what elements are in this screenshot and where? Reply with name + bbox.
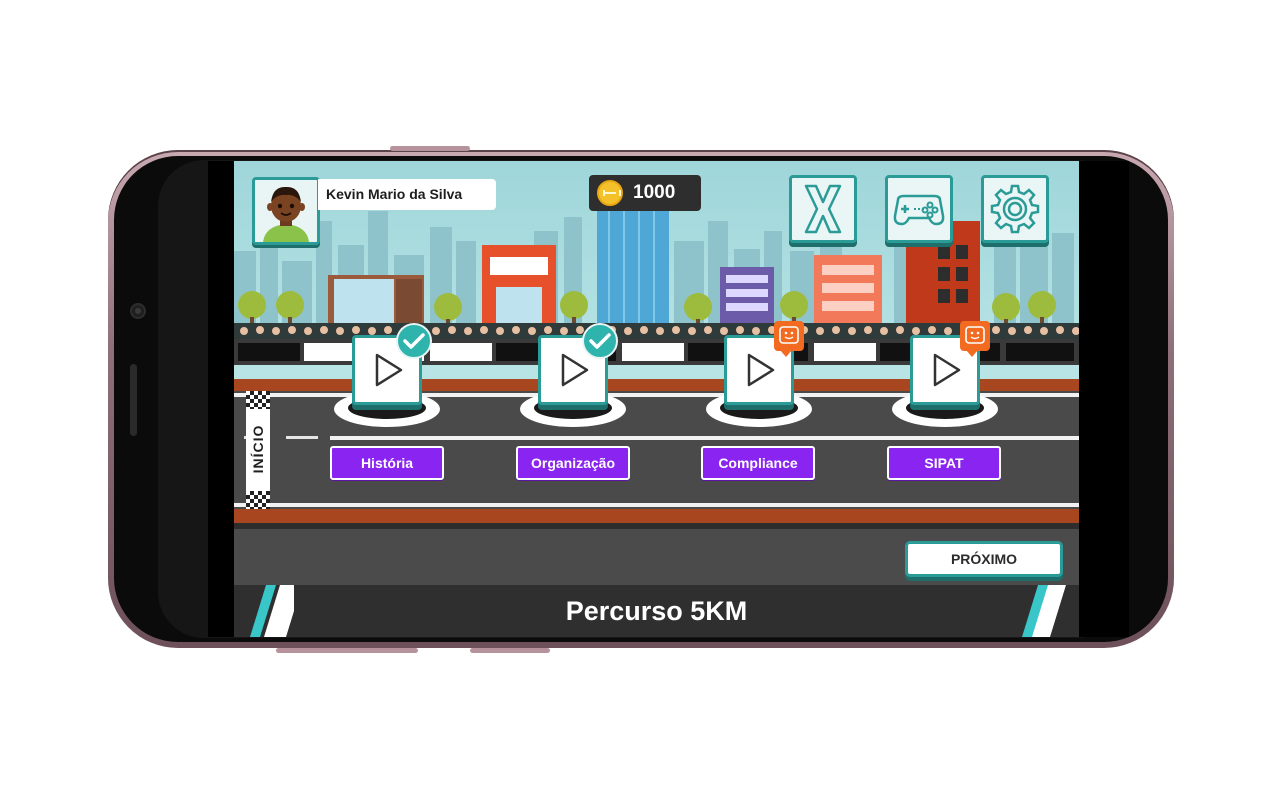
lane-dash [286,436,318,439]
play-icon [561,353,589,387]
next-button[interactable]: PRÓXIMO [905,541,1063,577]
lane-line [330,436,1079,440]
checker-pattern-bottom [246,491,270,509]
close-button[interactable] [789,175,857,243]
side-button-left [276,648,418,653]
play-button[interactable] [352,335,422,405]
stripe-left [250,585,294,637]
screen-right-edge [1079,161,1129,637]
game-screen: INÍCIO Kevin Mario da Silva 1000 [234,161,1079,637]
speaker-slot [130,364,137,436]
level-node-compliance[interactable] [704,321,814,481]
front-camera [130,303,146,319]
level-label-organizacao[interactable]: Organização [516,446,630,480]
play-icon [933,353,961,387]
upper-curb [234,379,1079,391]
play-icon [747,353,775,387]
level-node-organizacao[interactable] [518,323,628,481]
road-line-top [234,393,1079,397]
level-label-sipat[interactable]: SIPAT [887,446,1001,480]
completed-badge [582,323,618,359]
avatar-icon [255,180,317,242]
volume-button-top [390,146,470,151]
level-node-historia[interactable] [332,323,442,481]
crowd [234,323,1079,343]
pending-badge [960,321,990,357]
coin-amount: 1000 [633,182,676,203]
checker-pattern-top [246,391,270,409]
completed-badge [396,323,432,359]
lower-curb-edge [234,523,1079,529]
road-line-bottom [234,503,1079,507]
player-name: Kevin Mario da Silva [318,179,496,210]
level-label-historia[interactable]: História [330,446,444,480]
gear-icon [990,184,1040,234]
level-label-compliance[interactable]: Compliance [701,446,815,480]
gamepad-icon [893,194,945,226]
games-button[interactable] [885,175,953,243]
smiley-icon [965,326,985,344]
screen-left-edge [208,161,234,637]
check-icon [589,333,611,349]
coin-icon [597,180,623,206]
city-skyline [234,211,1074,331]
play-icon [375,353,403,387]
route-title: Percurso 5KM [565,596,748,626]
side-button-right [470,648,550,653]
lower-curb [234,509,1079,523]
level-node-sipat[interactable] [890,321,1000,481]
settings-button[interactable] [981,175,1049,243]
coin-counter: 1000 [589,175,701,211]
smiley-icon [779,326,799,344]
play-button[interactable] [910,335,980,405]
x-icon [804,184,842,234]
pending-badge [774,321,804,357]
start-line [246,391,270,509]
stripe-right [1022,585,1066,637]
avatar[interactable] [252,177,320,245]
route-bar [234,585,1079,637]
check-icon [403,333,425,349]
start-label-text: INÍCIO [250,424,266,474]
